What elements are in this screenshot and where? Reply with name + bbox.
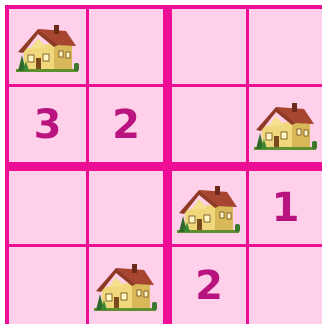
empty-cell[interactable] [89, 171, 163, 244]
clue-number: 3 [34, 105, 62, 145]
clue-cell[interactable]: 3 [9, 87, 86, 162]
puzzle-board: 3 2 [5, 5, 322, 324]
clue-number: 2 [112, 105, 140, 145]
clue-cell[interactable]: 2 [172, 247, 246, 324]
clue-number: 2 [195, 266, 223, 306]
empty-cell[interactable] [249, 9, 322, 84]
house-icon [92, 258, 160, 314]
house-cell[interactable] [249, 87, 322, 162]
house-cell[interactable] [172, 171, 246, 244]
house-icon [14, 19, 82, 75]
house-icon [175, 180, 243, 236]
empty-cell[interactable] [172, 87, 246, 162]
empty-cell[interactable] [9, 171, 86, 244]
clue-number: 1 [272, 188, 300, 228]
clue-cell[interactable]: 1 [249, 171, 322, 244]
house-icon [252, 97, 320, 153]
clue-cell[interactable]: 2 [89, 87, 163, 162]
empty-cell[interactable] [172, 9, 246, 84]
empty-cell[interactable] [89, 9, 163, 84]
house-cell[interactable] [9, 9, 86, 84]
empty-cell[interactable] [9, 247, 86, 324]
empty-cell[interactable] [249, 247, 322, 324]
house-cell[interactable] [89, 247, 163, 324]
